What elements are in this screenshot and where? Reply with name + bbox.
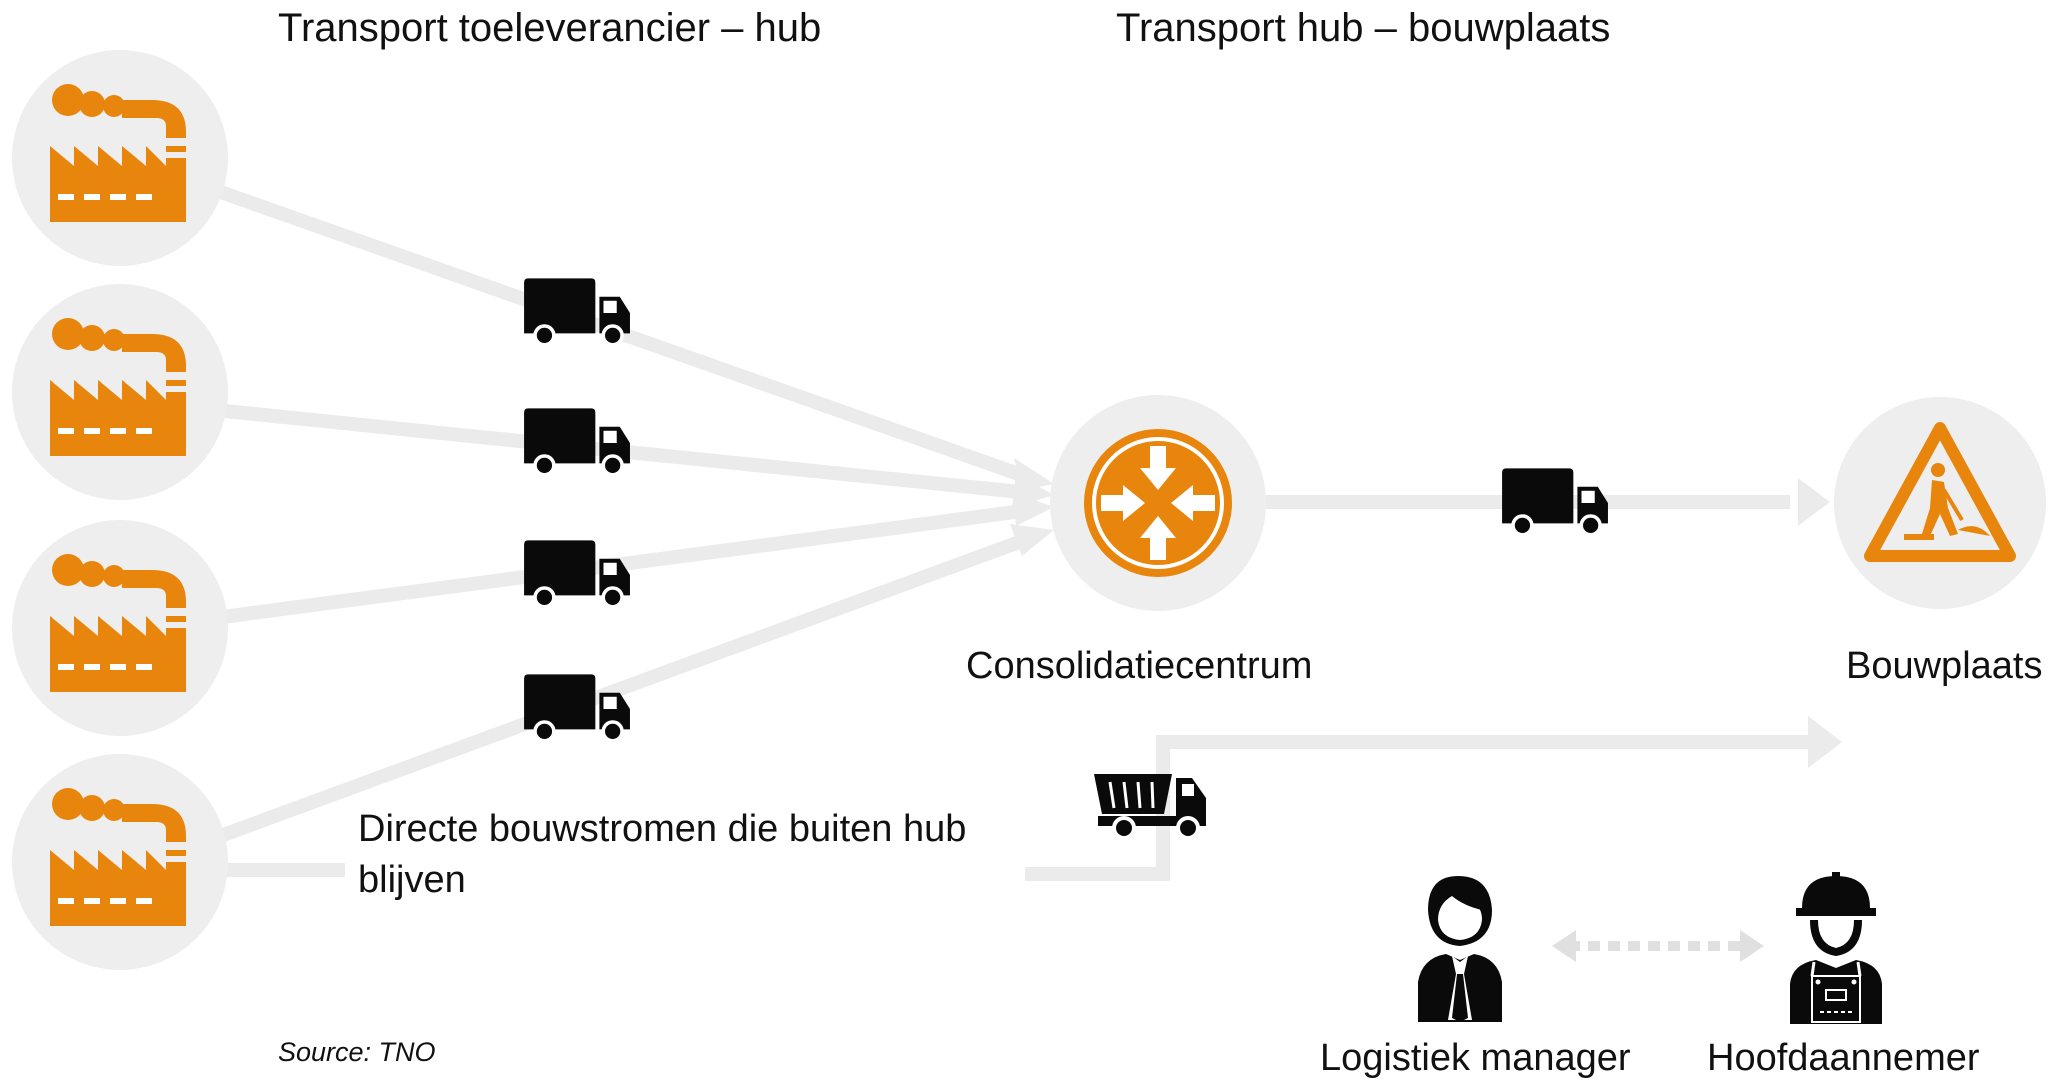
supplier-node-2 [12, 284, 228, 500]
construction-warning-icon [1864, 422, 2016, 562]
supplier-4-circle [12, 754, 228, 970]
supplier-node-3 [12, 520, 228, 736]
heading-hub-to-site: Transport hub – bouwplaats [1116, 6, 1611, 50]
dump-truck-icon [1094, 774, 1206, 840]
consolidation-arrows-icon [1084, 429, 1232, 577]
truck-icon [524, 278, 630, 347]
supplier-node-4 [12, 754, 228, 970]
arrowhead-direct [1808, 716, 1842, 768]
construction-worker-icon [1790, 872, 1882, 1024]
flow-line-supplier-4 [212, 531, 1033, 845]
hub-node [1050, 395, 1266, 611]
supplier-node-1 [12, 50, 228, 266]
direct-flow-label: Directe bouwstromen die buiten hub blijv… [358, 808, 967, 902]
supplier-2-circle [12, 284, 228, 500]
logistics-manager-label: Logistiek manager [1320, 1037, 1631, 1079]
hub-label: Consolidatiecentrum [966, 645, 1313, 687]
supplier-3-circle [12, 520, 228, 736]
flow-lines [212, 183, 1808, 881]
bidirectional-arrow [1552, 930, 1764, 962]
truck-icon [1502, 468, 1608, 537]
site-node [1834, 397, 2046, 609]
truck-icon [524, 540, 630, 609]
truck-icon [524, 408, 630, 477]
heading-supplier-to-hub: Transport toeleverancier – hub [278, 6, 822, 50]
flow-arrowheads [1010, 458, 1842, 768]
arrowhead-hub-to-site [1798, 478, 1830, 526]
supplier-1-circle [12, 50, 228, 266]
arrowhead-supplier-4 [1010, 524, 1054, 556]
site-label: Bouwplaats [1846, 645, 2043, 687]
source-note: Source: TNO [278, 1037, 436, 1067]
manager-icon [1418, 876, 1502, 1022]
main-contractor-label: Hoofdaannemer [1707, 1037, 1980, 1079]
arrowhead-supplier-3 [1012, 492, 1054, 526]
